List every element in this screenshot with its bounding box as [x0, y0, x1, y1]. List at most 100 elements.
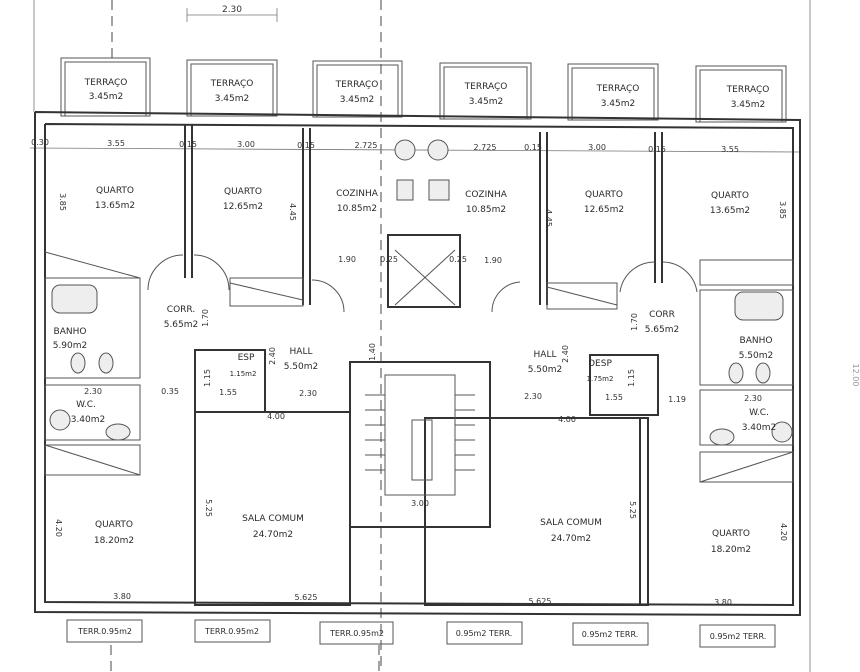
dimension: 5.625	[529, 597, 552, 606]
toilet-icon	[728, 362, 744, 384]
room-name: CORR.	[167, 305, 195, 315]
room-area: 10.85m2	[337, 204, 377, 214]
dimension: 3.85	[778, 201, 787, 219]
room-labels: TERRAÇO 3.45m2 TERRAÇO 3.45m2 TERRAÇO 3.…	[53, 78, 777, 641]
room-name: W.C.	[749, 408, 769, 418]
room-area: 5.65m2	[645, 325, 680, 335]
room-area: 1.15m2	[230, 370, 257, 378]
dimension: 2.30	[524, 392, 542, 401]
dimension: 2.725	[355, 141, 378, 150]
room-area: 5.50m2	[739, 351, 774, 361]
room-area: 18.20m2	[711, 545, 751, 555]
dimension: 1.90	[484, 256, 502, 265]
dimension: 1.15	[203, 369, 212, 387]
terrace-area: 3.45m2	[601, 99, 636, 109]
terrace-label: TERR.0.95m2	[204, 627, 259, 636]
dimension: 5.625	[295, 593, 318, 602]
terrace-label: TERRAÇO	[726, 85, 770, 95]
room-area: 3.40m2	[71, 415, 106, 425]
dimension: 3.00	[237, 140, 255, 149]
room-name: QUARTO	[712, 529, 750, 539]
room-name: HALL	[534, 350, 557, 360]
dimension: 12.00	[851, 364, 860, 387]
dimension: 4.00	[267, 412, 285, 421]
room-area: 3.40m2	[742, 423, 777, 433]
dimension: 4.45	[544, 209, 553, 227]
dimension: 4.20	[779, 523, 788, 541]
room-area: 24.70m2	[253, 530, 293, 540]
room-name: BANHO	[740, 336, 773, 346]
room-name: CORR	[649, 310, 675, 320]
dimension: 1.90	[338, 255, 356, 264]
terrace-label: 0.95m2 TERR.	[582, 630, 639, 639]
exterior-walls	[34, 111, 801, 617]
dimension: 3.55	[721, 145, 739, 154]
dimension: 1.19	[668, 395, 686, 404]
terrace-label: 0.95m2 TERR.	[710, 632, 767, 641]
stove-icon	[396, 179, 414, 201]
terrace-label: 0.95m2 TERR.	[456, 629, 513, 638]
bathtub-icon	[734, 291, 784, 321]
room-name: COZINHA	[336, 189, 379, 199]
dimension: 5.25	[204, 499, 213, 517]
room-area: 10.85m2	[466, 205, 506, 215]
room-area: 13.65m2	[95, 201, 135, 211]
bathtub-icon	[51, 284, 98, 314]
dimension: 0.15	[179, 140, 197, 149]
terrace-area: 3.45m2	[731, 100, 766, 110]
room-name: QUARTO	[95, 520, 133, 530]
terrace-label: TERRAÇO	[84, 78, 128, 88]
dimension: 4.20	[54, 519, 63, 537]
bidet-icon	[755, 362, 771, 384]
terrace-area: 3.45m2	[215, 94, 250, 104]
shower-icon	[49, 409, 71, 431]
terrace-area: 3.45m2	[469, 97, 504, 107]
sink-icon	[105, 423, 131, 441]
reference-lines	[29, 0, 811, 672]
room-name: HALL	[290, 347, 313, 357]
terrace-area: 3.45m2	[340, 95, 375, 105]
dimension-labels: 2.30 0.30 3.55 0.15 3.00 0.15 2.725 2.72…	[31, 5, 860, 607]
room-area: 5.50m2	[528, 365, 563, 375]
dimension: 1.55	[219, 388, 237, 397]
dimension: 0.15	[297, 141, 315, 150]
dimension: 1.70	[630, 313, 639, 331]
room-name: BANHO	[54, 327, 87, 337]
dimension: 2.30	[744, 394, 762, 403]
dimension: 1.55	[605, 393, 623, 402]
room-name: SALA COMUM	[242, 514, 304, 524]
room-area: 5.65m2	[164, 320, 199, 330]
room-area: 1.75m2	[587, 375, 614, 383]
room-area: 12.65m2	[584, 205, 624, 215]
dimension: 1.40	[368, 343, 377, 361]
terrace-area: 3.45m2	[89, 92, 124, 102]
interior-walls	[44, 124, 794, 606]
dimension: 2.30	[84, 387, 102, 396]
room-name: QUARTO	[711, 191, 749, 201]
room-area: 5.90m2	[53, 341, 88, 351]
room-area: 13.65m2	[710, 206, 750, 216]
room-area: 24.70m2	[551, 534, 591, 544]
dimension: 0.35	[161, 387, 179, 396]
dimension: 0.15	[524, 143, 542, 152]
dimension: 5.25	[628, 501, 637, 519]
room-name: QUARTO	[585, 190, 623, 200]
stove-icon	[428, 179, 450, 201]
dimension: 0.15	[648, 145, 666, 154]
toilet-icon	[70, 352, 86, 374]
terrace-label: TERRAÇO	[596, 84, 640, 94]
dimension: 3.85	[58, 193, 67, 211]
dimension: 2.30	[222, 5, 242, 15]
room-name: DESP	[588, 359, 612, 369]
room-name: QUARTO	[96, 186, 134, 196]
dimension: 2.30	[299, 389, 317, 398]
room-area: 18.20m2	[94, 536, 134, 546]
bottom-terraces	[66, 619, 776, 648]
dimension: 2.40	[561, 345, 570, 363]
terrace-label: TERRAÇO	[464, 82, 508, 92]
room-area: 5.50m2	[284, 362, 319, 372]
sink-icon	[427, 139, 449, 161]
stairs	[365, 374, 475, 496]
room-name: QUARTO	[224, 187, 262, 197]
dimension: 0.30	[31, 138, 49, 147]
